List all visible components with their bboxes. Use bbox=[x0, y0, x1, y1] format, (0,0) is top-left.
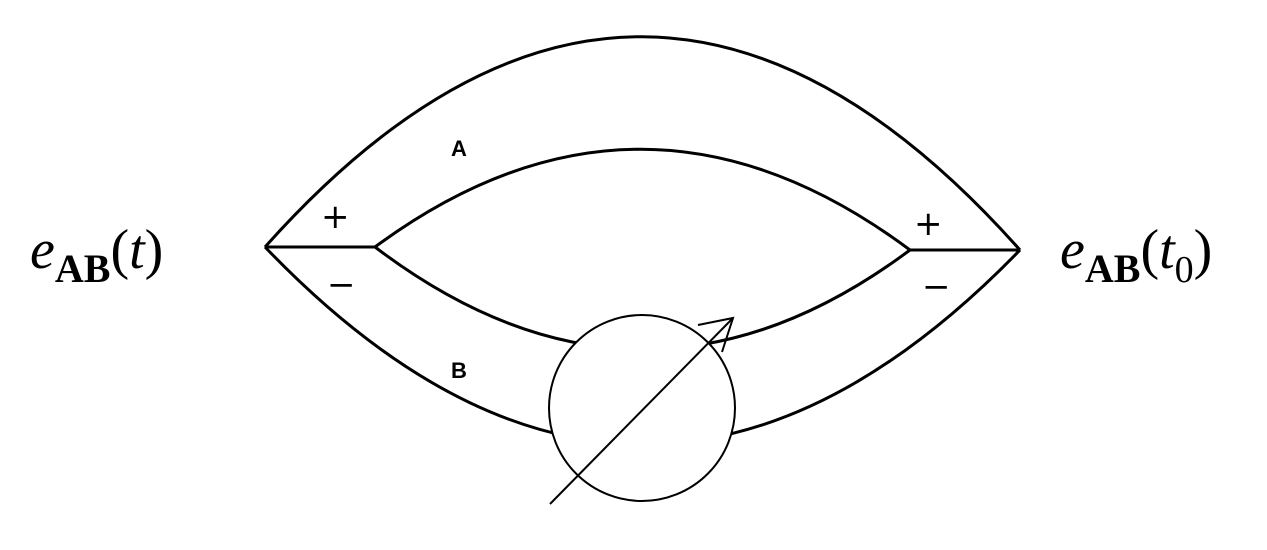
conductor-b-label: B bbox=[451, 358, 467, 383]
conductor-a-outer-wire bbox=[263, 35, 1022, 251]
conductor-a-inner-wire bbox=[374, 147, 911, 252]
galvanometer-arrow-icon bbox=[549, 316, 735, 505]
left-emf-label: eAB(t) bbox=[30, 219, 163, 291]
galvanometer-circle bbox=[548, 314, 736, 502]
left-plus-sign: + bbox=[321, 197, 350, 237]
right-emf-label: eAB(t0) bbox=[1060, 219, 1212, 291]
left-minus-sign: − bbox=[327, 265, 356, 305]
conductor-a-label: A bbox=[451, 136, 467, 161]
right-minus-sign: − bbox=[922, 267, 951, 307]
right-plus-sign: + bbox=[914, 204, 943, 244]
